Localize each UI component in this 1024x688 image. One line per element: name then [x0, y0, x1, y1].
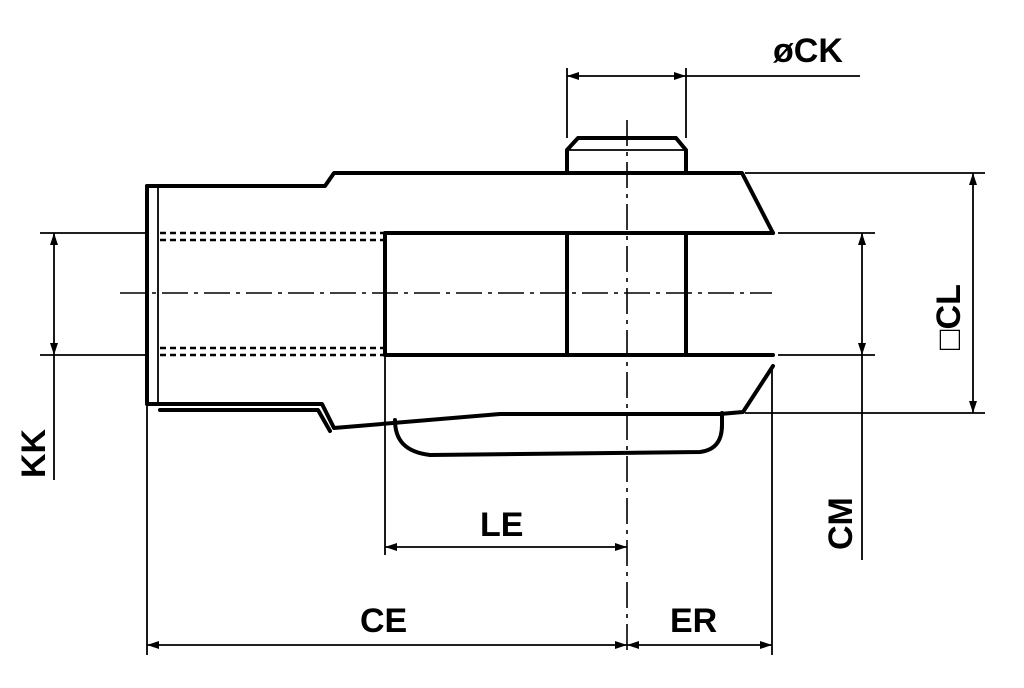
- label-kk: KK: [15, 428, 53, 478]
- body-bottom-step: [158, 408, 332, 433]
- label-cl: □CL: [930, 284, 968, 350]
- label-cm: CM: [822, 497, 860, 550]
- body-top-outline: [145, 171, 775, 235]
- fork-underside: [393, 411, 724, 457]
- dimension-lines: [50, 72, 977, 649]
- thread-hidden-lines: [160, 231, 385, 357]
- extension-lines: [40, 68, 985, 655]
- label-le: LE: [480, 506, 523, 544]
- body-bottom-outline: [158, 364, 775, 430]
- label-er: ER: [670, 602, 717, 640]
- clevis-body: [145, 171, 775, 457]
- fork-slot: [383, 231, 775, 357]
- label-ck: øCK: [773, 32, 843, 70]
- label-ce: CE: [360, 602, 407, 640]
